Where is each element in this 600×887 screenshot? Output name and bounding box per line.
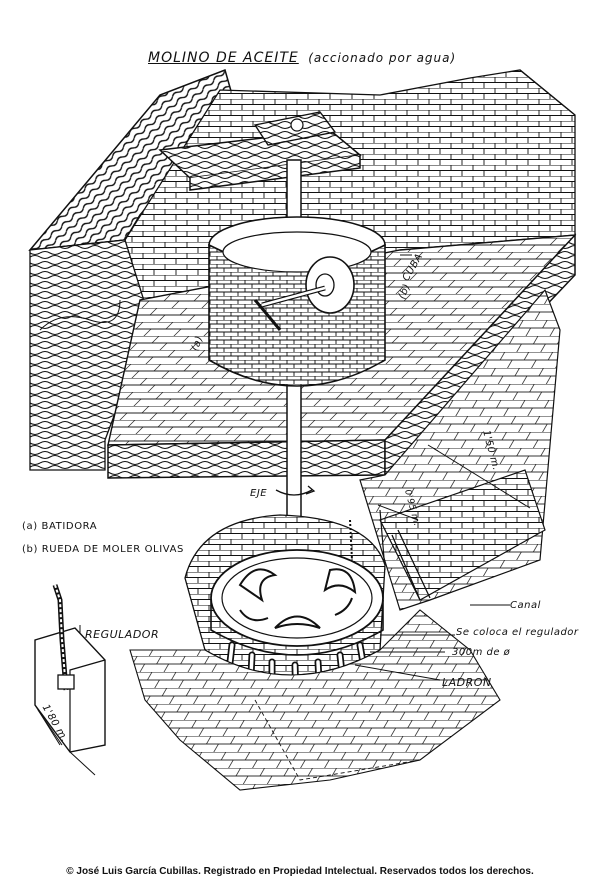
legend-a: (a) BATIDORA	[22, 521, 98, 532]
title-subtitle: (accionado por agua)	[308, 51, 457, 65]
title-main: MOLINO DE ACEITE	[148, 50, 299, 66]
left-wall	[29, 239, 151, 471]
label-regulador-note: Se coloca el regulador	[456, 627, 579, 638]
copyright-footer: © José Luis García Cubillas. Registrado …	[66, 866, 534, 877]
diagram-title: MOLINO DE ACEITE (accionado por agua)	[148, 50, 456, 66]
waterwheel-pit	[184, 514, 386, 706]
leader-lines	[37, 254, 531, 746]
label-regulador: REGULADOR	[85, 628, 160, 641]
foundation	[359, 288, 561, 611]
label-eje: EJE	[250, 488, 268, 499]
ground-stones	[129, 609, 501, 791]
regulador-gate	[34, 584, 106, 776]
label-canal: Canal	[510, 600, 541, 611]
cuba-vat	[208, 216, 386, 387]
legend-b: (b) RUEDA DE MOLER OLIVAS	[22, 544, 184, 555]
label-diameter: 300m de ø	[452, 647, 511, 658]
label-ladron: LADRON	[442, 676, 492, 689]
top-beam	[158, 111, 362, 191]
